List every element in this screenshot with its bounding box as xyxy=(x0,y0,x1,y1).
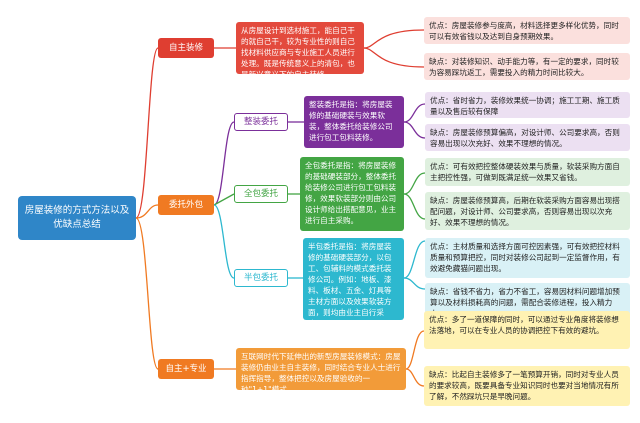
branch-label: 自主+专业 xyxy=(165,364,207,374)
root-title: 房屋装修的方式方法以及优缺点总结 xyxy=(24,205,130,230)
desc-half-package: 半包委托是指：将房屋装修的基础硬装部分，以包工、包辅料的模式委托装修公司。例如：… xyxy=(303,238,404,328)
pros-full-package: 优点：省时省力，装修效果统一协调；施工工期、施工质量以及售后较有保障 xyxy=(425,92,630,118)
branch-outsourcing: 委托外包 xyxy=(158,195,214,215)
root-topic: 房屋装修的方式方法以及优缺点总结 xyxy=(18,196,136,240)
pros-half-package: 优点：主材质量和选择方面可控因素强，可有效把控材料质量和预算把控，同时对装修公司… xyxy=(425,238,630,278)
cons-self-renovation: 缺点：对装修知识、动手能力等，有一定的要求，同时较为容易踩坑返工，需要投入的精力… xyxy=(424,53,630,80)
cons-self-plus-pro: 缺点：比起自主装修多了一笔预算开销，同时对专业人员的要求较高，既要具备专业知识同… xyxy=(424,366,630,406)
desc-full-package: 整装委托是指：将房屋装修的基础硬装与效果软装，整体委托给装修公司进行包工包料装修… xyxy=(304,96,404,148)
branch-label: 自主装修 xyxy=(168,43,203,53)
cons-turnkey: 缺点：房屋装修预算高，后期在软装采购方面容易出现搭配问题，对设计师、公司要求高，… xyxy=(425,192,630,230)
sub-half-package: 半包委托 xyxy=(234,269,288,287)
pros-self-renovation: 优点：房屋装修参与度高，材料选择更多样化优势，同时可以有效省钱以及达到自身预期效… xyxy=(424,17,630,44)
sub-full-package: 整装委托 xyxy=(234,113,288,131)
sub-turnkey: 全包委托 xyxy=(234,185,288,203)
pros-turnkey: 优点：可有效把控整体硬装效果与质量，软装采购方面自主把控性强，可做到既满足统一效… xyxy=(425,158,630,186)
branch-label: 委托外包 xyxy=(168,200,203,210)
cons-full-package: 缺点：房屋装修预算偏高，对设计师、公司要求高，否则容易出现以次充好、效果不理想的… xyxy=(425,124,630,151)
branch-self-renovation: 自主装修 xyxy=(158,38,214,58)
branch-self-plus-pro: 自主+专业 xyxy=(158,359,214,379)
pros-self-plus-pro: 优点：多了一道保障的同时，可以通过专业角度将装修想法落地，可以在专业人员的协调把… xyxy=(424,311,630,349)
desc-self-plus-pro: 互联网时代下延伸出的新型房屋装修模式：房屋装修仍由业主自主装修，同时结合专业人士… xyxy=(236,348,406,394)
desc-self-renovation: 从房屋设计到选材施工，能自己干的就自己干，较为专业性的则自己找材料供应商与专业施… xyxy=(236,22,364,79)
desc-turnkey: 全包委托是指：将房屋装修的基础硬装部分，整体委托给装修公司进行包工包料装修，效果… xyxy=(300,157,404,231)
